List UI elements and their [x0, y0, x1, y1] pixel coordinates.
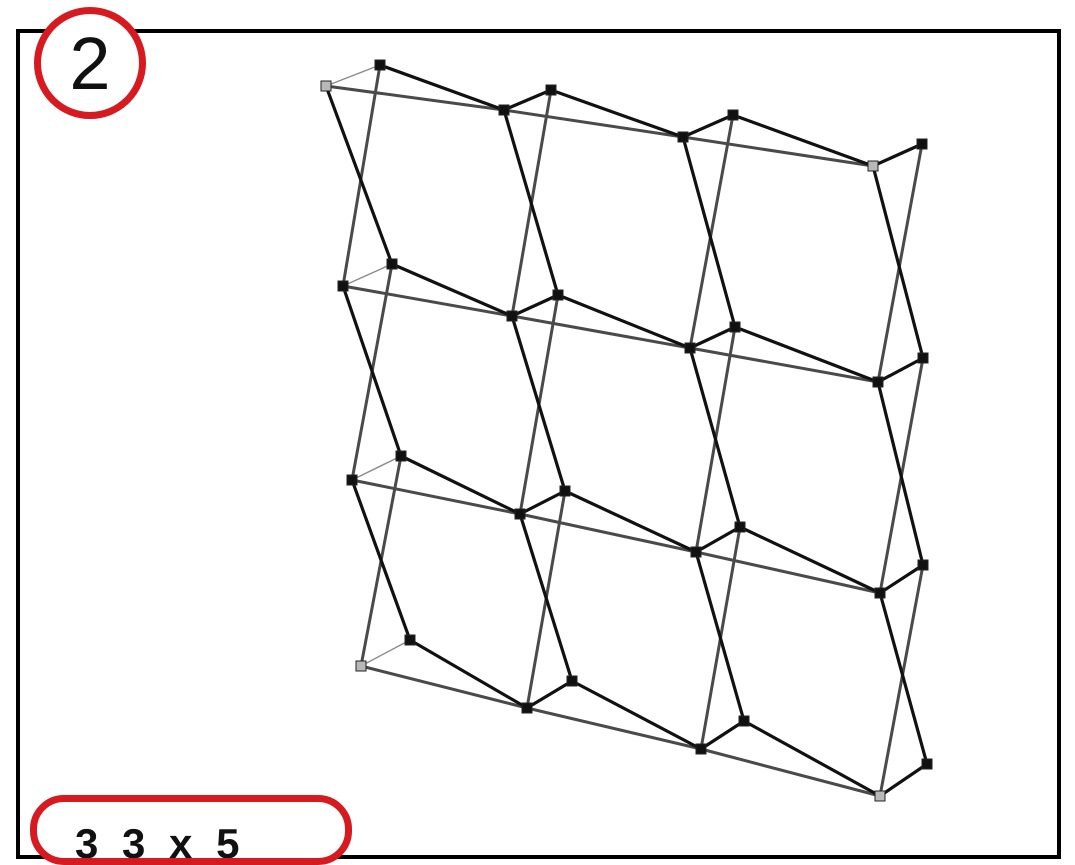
hub-connector [874, 790, 886, 802]
vertical-strut [688, 346, 742, 529]
hub-connector [346, 474, 358, 486]
hub-connector [404, 634, 416, 646]
vertical-strut [694, 550, 746, 723]
hub-connector [727, 109, 739, 121]
hub-connector [320, 80, 332, 92]
hub-connector [916, 138, 928, 150]
diagonal-strut [738, 525, 882, 595]
hub-connector [521, 702, 533, 714]
hub-connector [514, 508, 526, 520]
bottom-step-label-text: 3 3 x 5 [75, 820, 246, 865]
horizontal-strut [518, 512, 698, 554]
vertical-strut [688, 113, 735, 350]
diagonal-strut [390, 262, 514, 318]
diagonal-strut [742, 719, 882, 798]
diagonal-strut [699, 719, 746, 751]
horizontal-strut [699, 747, 882, 798]
hub-connector [917, 559, 929, 571]
depth-strut [325, 64, 381, 87]
hub-connector [872, 376, 884, 388]
horizontal-strut [350, 478, 522, 516]
horizontal-strut [681, 135, 875, 168]
horizontal-strut [694, 550, 882, 595]
hub-connector [559, 485, 571, 497]
depth-strut [342, 263, 393, 287]
hub-connector [677, 131, 689, 143]
hub-connector [874, 587, 886, 599]
diagonal-strut [731, 113, 875, 168]
hub-connector [374, 59, 386, 71]
vertical-strut [878, 563, 925, 798]
popup-frame-truss-icon [320, 59, 933, 802]
hub-connector [729, 321, 741, 333]
diagonal-strut [408, 638, 529, 710]
hub-connector [337, 280, 349, 292]
diagonal-strut [549, 88, 685, 139]
diagonal-strut [878, 762, 929, 798]
vertical-strut [871, 164, 925, 360]
diagonal-strut [681, 113, 735, 139]
diagonal-strut [525, 679, 574, 710]
hub-connector [506, 310, 518, 322]
horizontal-strut [502, 108, 685, 139]
depth-strut [351, 455, 402, 481]
diagonal-strut [378, 63, 506, 112]
horizontal-strut [688, 346, 880, 384]
horizontal-strut [324, 84, 506, 112]
diagonal-strut [733, 325, 880, 384]
hub-connector [498, 104, 510, 116]
hub-connector [867, 160, 879, 172]
step-number-badge: 2 [34, 7, 146, 119]
hub-connector [552, 289, 564, 301]
horizontal-strut [341, 284, 514, 318]
diagonal-strut [556, 293, 692, 350]
diagonal-strut [876, 356, 925, 384]
vertical-strut [341, 284, 403, 458]
diagonal-strut [502, 88, 553, 112]
hub-connector [690, 546, 702, 558]
depth-strut [360, 639, 411, 667]
bottom-step-label: 3 3 x 5 [30, 795, 352, 865]
vertical-strut [878, 591, 929, 766]
hub-connector [921, 758, 933, 770]
diagonal-strut [871, 142, 924, 168]
vertical-strut [510, 314, 567, 493]
hub-connector [917, 352, 929, 364]
vertical-strut [341, 63, 382, 288]
diagonal-strut [688, 325, 737, 350]
diagonal-strut [518, 489, 567, 516]
hub-connector [738, 715, 750, 727]
hub-connector [355, 660, 367, 672]
vertical-strut [876, 142, 924, 384]
hub-connector [386, 258, 398, 270]
horizontal-strut [359, 664, 529, 710]
hub-connector [695, 743, 707, 755]
vertical-strut [350, 478, 412, 642]
step-number: 2 [69, 22, 111, 105]
diagonal-strut [878, 563, 925, 595]
diagonal-strut [563, 489, 698, 554]
vertical-strut [324, 84, 394, 266]
hub-connector [734, 521, 746, 533]
horizontal-strut [525, 706, 703, 751]
hub-connector [395, 450, 407, 462]
vertical-strut [502, 108, 560, 297]
hub-connector [684, 342, 696, 354]
vertical-strut [876, 380, 925, 567]
hub-connector [566, 675, 578, 687]
diagonal-strut [570, 679, 703, 751]
vertical-strut [518, 512, 574, 683]
diagonal-strut [510, 293, 560, 318]
vertical-strut [681, 135, 737, 329]
horizontal-strut [510, 314, 692, 350]
diagonal-strut [399, 454, 522, 516]
diagonal-strut [694, 525, 742, 554]
hub-connector [545, 84, 557, 96]
